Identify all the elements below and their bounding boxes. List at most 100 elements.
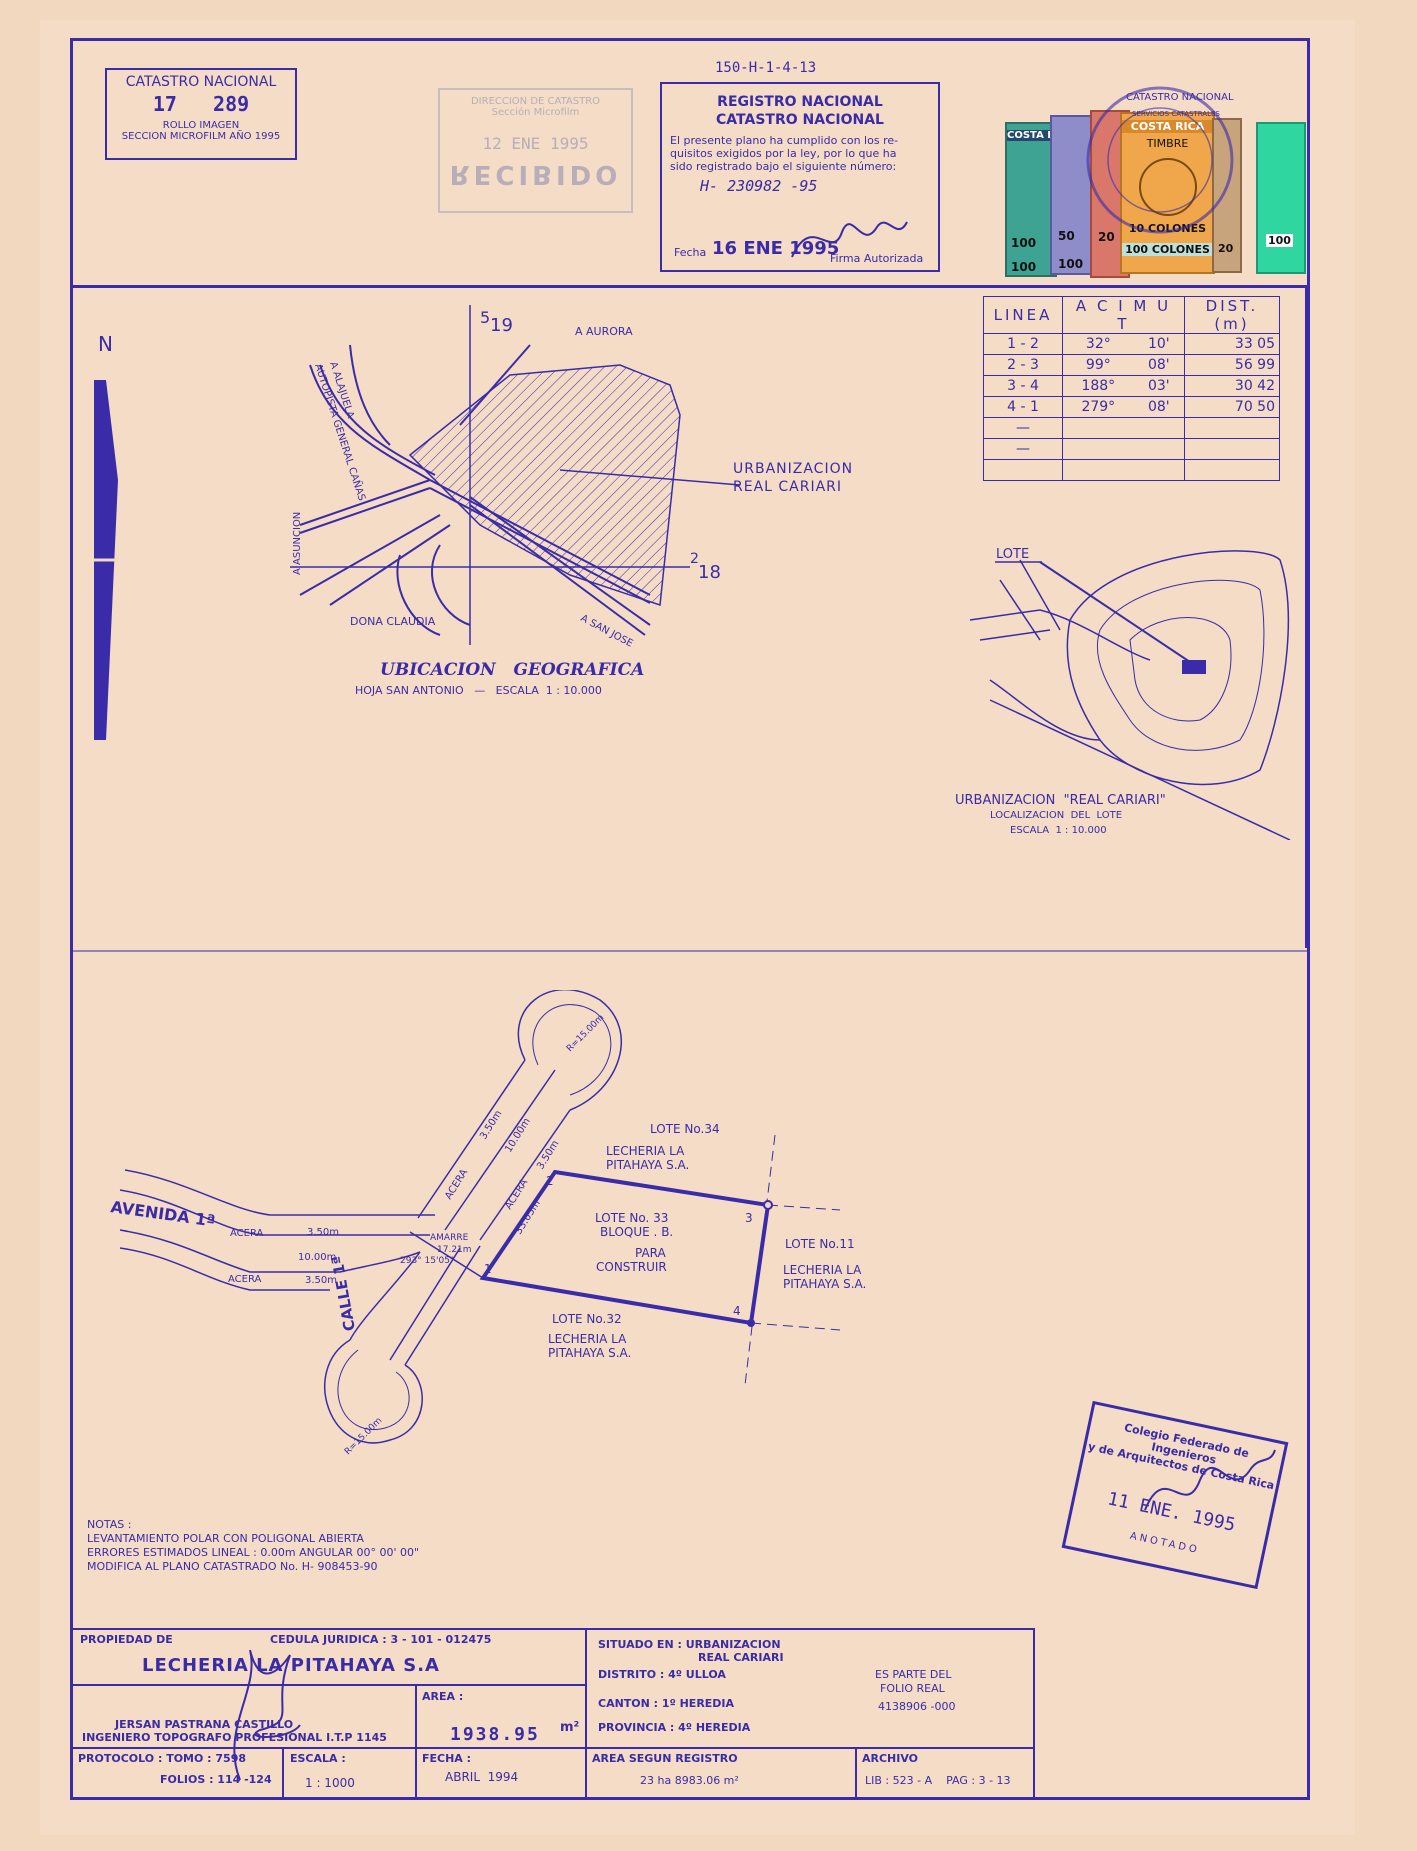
azimuth-min: 08' (1133, 354, 1185, 376)
stamp2-value-b: 100 (1058, 257, 1084, 271)
point-4: 4 (733, 1304, 741, 1318)
stamp-main-emblem (1138, 158, 1197, 216)
registro-firma: Firma Autorizada (830, 252, 924, 265)
avenida-width-mid: 10.00m (298, 1252, 336, 1263)
azimuth-row: — (983, 438, 1280, 460)
folio-real-number: 4138906 -000 (878, 1700, 956, 1713)
registro-signature (791, 221, 908, 258)
notas-line2: ERRORES ESTIMADOS LINEAL : 0.00m ANGULAR… (87, 1546, 420, 1559)
azimuth-min: 08' (1133, 396, 1185, 418)
seccion-microfilm: SECCION MICROFILM AÑO 1995 (121, 131, 281, 142)
area-label: AREA : (422, 1690, 464, 1703)
recibido-label: RECIBIDO (449, 159, 622, 189)
folio-real-line2: FOLIO REAL (880, 1682, 945, 1695)
registro-text1: El presente plano ha cumplido con los re… (670, 134, 899, 147)
folios: FOLIOS : 114 -124 (160, 1773, 272, 1786)
amarre-label: AMARRE (430, 1233, 469, 1243)
lot-plan: AVENIDA 1ª ACERA ACERA 3.50m 10.00m 3.50… (109, 990, 866, 1457)
azimuth-deg (1061, 438, 1134, 460)
aurora-label: A AURORA (575, 325, 633, 338)
lote32-owner-2: PITAHAYA S.A. (548, 1346, 631, 1360)
stamp-main-timbre: TIMBRE (1146, 137, 1189, 150)
amarre-dist: 17.21m (437, 1245, 472, 1255)
escala-value: 1 : 1000 (305, 1776, 355, 1790)
azimuth-dist: 56 99 (1184, 354, 1280, 376)
catastro-number: 17 289 (152, 92, 250, 116)
side-1-2-dist: 33.05m (513, 1198, 543, 1236)
stamp4-value: 20 (1218, 242, 1234, 255)
north-label: N (98, 332, 113, 356)
situado-label: SITUADO EN : URBANIZACION (598, 1638, 781, 1651)
point-3: 3 (745, 1211, 753, 1225)
lote32-owner-1: LECHERIA LA (548, 1332, 627, 1346)
fecha-label: FECHA : (422, 1752, 472, 1765)
recibido-date: 12 ENE 1995 (482, 134, 589, 153)
location-map-scale: HOJA SAN ANTONIO — ESCALA 1 : 10.000 (355, 684, 602, 697)
title-divider-h2 (70, 1747, 1035, 1749)
location-map: 5 19 A AURORA 2 18 A ALAJUELA AUTOPISTA … (290, 305, 741, 650)
radius-top: R=15.00m (565, 1013, 606, 1054)
azimuth-linea: 3 - 4 (983, 375, 1063, 397)
recibido-stamp: DIRECCION DE CATASTRO Sección Microfilm … (438, 88, 633, 213)
azimuth-row: 2 - 3 99° 08' 56 99 (983, 354, 1280, 376)
azimuth-row (983, 459, 1280, 481)
azimuth-deg: 99° (1061, 354, 1134, 376)
azimuth-min (1133, 438, 1185, 460)
stamp-main-brand: COSTA RICA (1122, 120, 1213, 133)
title-divider-v1 (415, 1684, 417, 1800)
lot-location-map: LOTE (969, 547, 1291, 840)
engineer-title: INGENIERO TOPOGRAFO PROFESIONAL I.T.P 11… (82, 1731, 387, 1744)
azimuth-row: — (983, 417, 1280, 439)
protocolo: PROTOCOLO : TOMO : 7598 (78, 1752, 247, 1765)
registro-number: H- 230982 -95 (700, 177, 818, 195)
lot-map-subtitle: LOCALIZACION DEL LOTE (990, 810, 1123, 821)
acera-avenida-bottom: ACERA (228, 1274, 262, 1285)
archivo-label: ARCHIVO (862, 1752, 919, 1765)
title-divider-v4 (282, 1747, 284, 1800)
catastro-title: CATASTRO NACIONAL (125, 74, 277, 90)
fecha-value: ABRIL 1994 (445, 1770, 519, 1784)
amarre-az: 293° 15'05" (400, 1256, 454, 1266)
archivo-value: LIB : 523 - A PAG : 3 - 13 (865, 1774, 1011, 1787)
azimuth-header-linea: LINEA (983, 296, 1063, 334)
lote11-label: LOTE No.11 (785, 1237, 855, 1251)
title-divider-v3 (855, 1747, 857, 1800)
location-map-title: UBICACION GEOGRAFICA (380, 660, 645, 680)
azimuth-header-row: LINEA A C I M U T DIST. (m) (983, 296, 1280, 334)
revenue-stamp-main: COSTA RICA TIMBRE 10 COLONES 100 COLONES (1120, 112, 1215, 274)
azimuth-table: LINEA A C I M U T DIST. (m) 1 - 2 32° 10… (983, 296, 1280, 481)
lote32-label: LOTE No.32 (552, 1312, 622, 1326)
distrito: DISTRITO : 4º ULLOA (598, 1668, 726, 1681)
registro-text3: sido registrado bajo el siguiente número… (670, 160, 897, 173)
title-divider-h3 (415, 1684, 585, 1686)
registro-text2: quisitos exigidos por la ley, por lo que… (670, 147, 897, 160)
revenue-stamp-1: COSTA RICA 100 100 (1005, 122, 1057, 277)
azimuth-row: 3 - 4 188° 03' 30 42 (983, 375, 1280, 397)
rollo-imagen: ROLLO IMAGEN (162, 120, 240, 131)
stamp-main-value-b: 100 COLONES (1122, 243, 1213, 256)
dona-claudia-label: DONA CLAUDIA (350, 615, 436, 628)
title-divider-h1 (70, 1684, 415, 1686)
azimuth-min (1133, 417, 1185, 439)
owner-name: LECHERIA LA PITAHAYA S.A (142, 1655, 440, 1676)
lote11-owner-2: PITAHAYA S.A. (783, 1277, 866, 1291)
azimuth-linea: 4 - 1 (983, 396, 1063, 418)
stamp1-brand: COSTA RICA (1007, 130, 1055, 141)
calle-width-a: 3.50m (478, 1109, 504, 1142)
area-registro-label: AREA SEGUN REGISTRO (592, 1752, 738, 1765)
acera-calle-right: ACERA (503, 1177, 530, 1211)
title-block (70, 1628, 1035, 1800)
azimuth-dist: 33 05 (1184, 333, 1280, 355)
notas-line1: LEVANTAMIENTO POLAR CON POLIGONAL ABIERT… (87, 1532, 364, 1545)
stamp1-value-a: 100 (1011, 236, 1037, 250)
notas-block: NOTAS : LEVANTAMIENTO POLAR CON POLIGONA… (87, 1518, 419, 1574)
catastro-box: CATASTRO NACIONAL 17 289 ROLLO IMAGEN SE… (105, 68, 297, 160)
lot-map-scale: ESCALA 1 : 10.000 (1010, 825, 1107, 836)
lote34-owner-2: PITAHAYA S.A. (606, 1158, 689, 1172)
sheet-fold-line (70, 950, 1310, 952)
azimuth-deg: 188° (1061, 375, 1134, 397)
map-vertical-divider (1305, 288, 1307, 948)
avenida-label: AVENIDA 1ª (109, 1197, 216, 1230)
azimuth-min: 03' (1133, 375, 1185, 397)
azimuth-linea: — (983, 417, 1063, 439)
